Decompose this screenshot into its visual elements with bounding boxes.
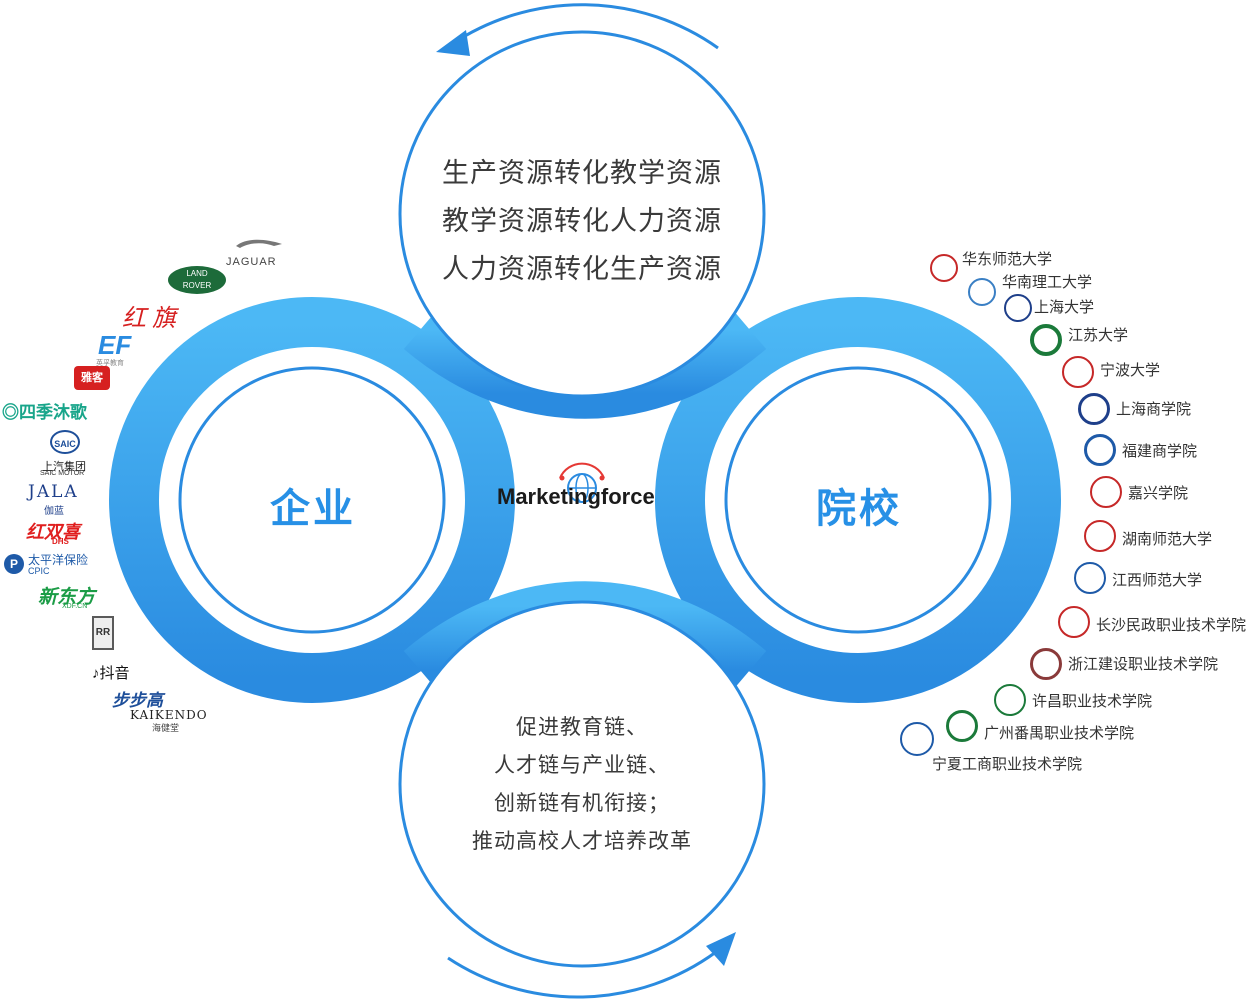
top-circle-text: 生产资源转化教学资源 教学资源转化人力资源 人力资源转化生产资源 <box>414 150 750 294</box>
school-label-13: 许昌职业技术学院 <box>1032 692 1153 710</box>
school-label-1: 华东师范大学 <box>962 250 1053 268</box>
school-label-6: 上海商学院 <box>1116 400 1192 418</box>
kaikendo-cn: 海健堂 <box>152 723 180 733</box>
jala-cn: 伽蓝 <box>44 506 64 517</box>
school-badge-icon <box>900 722 934 756</box>
top-line-2: 教学资源转化人力资源 <box>442 206 722 237</box>
school-label-4: 江苏大学 <box>1068 326 1129 344</box>
school-label-2: 华南理工大学 <box>1002 273 1093 291</box>
right-ring <box>655 297 1061 703</box>
globe-icon <box>559 462 605 503</box>
bottom-arrow-arc <box>447 950 717 999</box>
school-badge-icon <box>930 254 958 282</box>
school-label-3: 上海大学 <box>1034 298 1095 316</box>
school-badge-icon <box>1084 434 1116 466</box>
bottom-line-3: 创新链有机衔接； <box>494 791 670 815</box>
saic-logo: SAIC <box>50 430 80 454</box>
top-line-3: 人力资源转化生产资源 <box>442 254 722 285</box>
cpic-en: CPIC <box>28 566 50 576</box>
bottom-circle-text: 促进教育链、 人才链与产业链、 创新链有机衔接； 推动高校人才培养改革 <box>414 708 750 860</box>
top-line-1: 生产资源转化教学资源 <box>442 158 722 189</box>
school-label-10: 江西师范大学 <box>1112 571 1203 589</box>
sijimuge-logo: ◎四季沐歌 <box>2 403 87 422</box>
kaikendo-logo: KAIKENDO <box>130 708 208 722</box>
bottom-line-4: 推动高校人才培养改革 <box>472 829 692 853</box>
school-badge-icon <box>1074 562 1106 594</box>
school-label-8: 嘉兴学院 <box>1128 484 1189 502</box>
xdf-logo: 新东方 <box>38 587 96 608</box>
jaguar-leaper-icon <box>234 236 284 250</box>
left-ring <box>109 297 515 703</box>
bottom-arrow-head-icon <box>706 932 736 966</box>
douyin-note-icon: ♪ <box>92 665 100 682</box>
school-badge-icon <box>994 684 1026 716</box>
bottom-circle <box>398 600 766 968</box>
ef-logo: EF <box>98 330 132 360</box>
school-badge-icon <box>1090 476 1122 508</box>
left-inner-circle <box>178 366 446 634</box>
ef-sub: 英孚教育 <box>96 360 124 367</box>
school-badge-icon <box>1062 356 1094 388</box>
swirl-icon: ◎ <box>2 403 19 422</box>
school-badge-icon <box>1078 393 1110 425</box>
school-badge-icon <box>968 278 996 306</box>
top-circle <box>398 30 766 398</box>
cpic-cn: 太平洋保险 <box>28 553 89 567</box>
bottom-line-2: 人才链与产业链、 <box>494 753 670 777</box>
school-label-7: 福建商学院 <box>1122 442 1198 460</box>
school-label-9: 湖南师范大学 <box>1122 530 1213 548</box>
top-arrow-arc <box>451 3 719 50</box>
hongqi-logo: 红旗 <box>122 304 182 332</box>
dhs-logo: DHS <box>52 537 69 546</box>
school-badge-icon <box>1004 294 1032 322</box>
school-label-5: 宁波大学 <box>1100 361 1161 379</box>
school-badge-icon <box>1030 324 1062 356</box>
school-label-14: 广州番禺职业技术学院 <box>984 724 1135 742</box>
school-label: 院校 <box>816 486 902 532</box>
xdf-en: XDF.CN <box>62 603 88 610</box>
saic-cn: 上汽集团 <box>42 461 86 473</box>
school-label-11: 长沙民政职业技术学院 <box>1096 616 1247 634</box>
saic-en: SAIC MOTOR <box>40 470 85 477</box>
land-rover-logo: LAND ROVER <box>168 266 226 294</box>
rolls-royce-logo: RR <box>92 616 114 650</box>
enterprise-label: 企业 <box>270 486 356 532</box>
bubugao-logo: 步步高 <box>112 691 163 710</box>
cpic-icon: P <box>4 554 24 574</box>
school-badge-icon <box>1030 648 1062 680</box>
hongshuangxi-logo: 红双喜 <box>26 522 80 542</box>
school-label-12: 浙江建设职业技术学院 <box>1068 655 1219 673</box>
right-inner-circle <box>724 366 992 634</box>
school-badge-icon <box>946 710 978 742</box>
yake-logo: 雅客 <box>74 366 110 390</box>
school-badge-icon <box>1084 520 1116 552</box>
center-logo: Marketingforce <box>497 484 655 509</box>
top-arrow-head-icon <box>436 30 470 56</box>
bottom-line-1: 促进教育链、 <box>516 715 648 739</box>
school-badge-icon <box>1058 606 1090 638</box>
school-label-15: 宁夏工商职业技术学院 <box>932 755 1083 773</box>
jaguar-logo: JAGUAR <box>226 256 277 268</box>
douyin-logo: ♪抖音 <box>92 665 130 682</box>
jala-logo: JALA <box>28 482 79 502</box>
